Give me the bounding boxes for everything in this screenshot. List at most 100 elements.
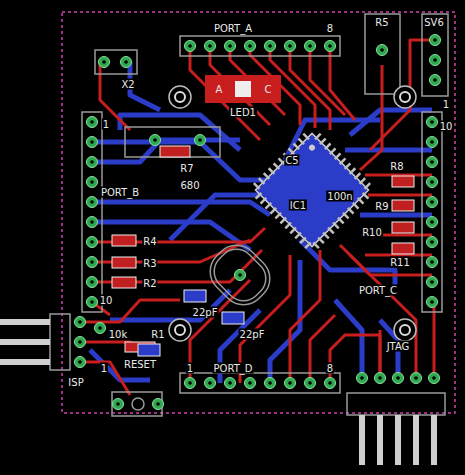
pcb-graphic: [90, 180, 94, 184]
pcb-graphic: [349, 167, 356, 174]
silkscreen-label: 1: [100, 363, 108, 374]
pcb-graphic: [90, 140, 94, 144]
silkscreen-label: ISP: [67, 377, 84, 388]
silkscreen-label: R4: [142, 236, 157, 247]
pcb-graphic: [138, 344, 160, 356]
pcb-graphic: [95, 323, 106, 334]
pcb-graphic: [260, 197, 267, 204]
pcb-graphic: [90, 160, 94, 164]
pcb-graphic: [395, 415, 401, 465]
pcb-graphic: [317, 237, 324, 244]
pcb-graphic: [394, 86, 416, 108]
pcb-graphic: [90, 120, 94, 124]
pcb-graphic: [0, 319, 50, 325]
pcb-graphic: [375, 373, 386, 384]
pcb-graphic: [87, 297, 98, 308]
pcb-graphic: [392, 200, 414, 211]
pcb-graphic: [112, 277, 136, 288]
pcb-graphic: [290, 250, 320, 383]
pcb-graphic: [265, 202, 272, 209]
silkscreen-label: X2: [120, 79, 135, 90]
pcb-graphic: [78, 340, 82, 344]
silkscreen-label: 680: [179, 180, 200, 191]
pcb-graphic: [188, 381, 192, 385]
pcb-graphic: [339, 157, 346, 164]
pcb-graphic: [235, 270, 246, 281]
pcb-graphic: [113, 399, 124, 410]
pcb-graphic: [90, 280, 94, 284]
mounting-holes: [169, 86, 416, 341]
pcb-graphic: [430, 160, 434, 164]
pcb-graphic: [392, 222, 414, 233]
pcb-graphic: [198, 138, 202, 142]
pcb-graphic: [350, 255, 416, 378]
pcb-graphic: [362, 192, 369, 199]
pcb-graphic: [328, 44, 332, 48]
pcb-graphic: [299, 237, 306, 244]
pcb-graphic: [265, 41, 276, 52]
pcb-graphic: [427, 237, 438, 248]
pcb-graphic: [201, 236, 279, 314]
pcb-graphic: [125, 127, 220, 157]
silkscreen-label: C: [264, 84, 273, 95]
pcb-graphic: [90, 240, 94, 244]
board-outline: [62, 12, 455, 413]
silkscreen-label: C5: [284, 155, 299, 166]
pcb-graphic: [289, 227, 296, 234]
pcb-graphic: [120, 115, 240, 150]
silkscreen-label: RESET: [123, 359, 157, 370]
pcb-graphic: [87, 197, 98, 208]
pcb-graphic: [185, 378, 196, 389]
pcb-graphic: [180, 373, 340, 393]
pcb-graphic: [90, 300, 94, 304]
pcb-graphic: [245, 41, 256, 52]
pcb-graphic: [337, 217, 344, 224]
pcb-graphic: [344, 162, 351, 169]
pcb-graphic: [332, 222, 339, 229]
smd-capacitors: [138, 172, 332, 356]
pcb-graphic: [169, 86, 191, 108]
pcb-graphic: [325, 41, 336, 52]
pcb-graphic: [150, 135, 161, 146]
silkscreen-label: R5: [374, 17, 389, 28]
pcb-graphic: [298, 138, 305, 145]
pcb-graphic: [413, 415, 419, 465]
pcb-graphic: [87, 237, 98, 248]
pcb-graphic: [100, 62, 130, 130]
silkscreen-label: R9: [374, 201, 389, 212]
pcb-graphic: [359, 415, 365, 465]
pcb-graphic: [304, 242, 311, 249]
pcb-graphic: [327, 227, 334, 234]
pcb-graphic: [253, 182, 260, 189]
silkscreen-label: PORT_D: [213, 363, 254, 374]
pcb-graphic: [288, 44, 292, 48]
pcb-graphic: [427, 177, 438, 188]
pcb-graphic: [184, 290, 206, 302]
pcb-graphic: [319, 138, 326, 145]
silkscreen-label: PORT_C: [358, 285, 398, 296]
silkscreen-label: 8: [326, 363, 334, 374]
pcb-graphic: [422, 14, 448, 96]
silkscreen-label: R2: [142, 278, 157, 289]
pcb-graphic: [427, 297, 438, 308]
pcb-graphic: [124, 60, 128, 64]
pcb-graphic: [268, 167, 275, 174]
silkscreen-label: 10k: [108, 329, 129, 340]
pcb-graphic: [228, 381, 232, 385]
pcb-graphic: [87, 177, 98, 188]
pcb-graphic: [90, 220, 94, 224]
pcb-graphic: [302, 133, 309, 140]
pcb-graphic: [305, 41, 316, 52]
pcb-graphic: [185, 41, 196, 52]
pcb-graphic: [432, 376, 436, 380]
pcb-graphic: [110, 290, 230, 320]
pcb-graphic: [170, 195, 260, 240]
pcb-graphic: [195, 135, 206, 146]
pcb-graphic: [87, 137, 98, 148]
through-hole-pads: [75, 35, 441, 410]
pcb-graphic: [153, 138, 157, 142]
silkscreen-label: 22pF: [239, 329, 266, 340]
pcb-graphic: [360, 213, 432, 218]
pcb-graphic: [433, 38, 437, 42]
